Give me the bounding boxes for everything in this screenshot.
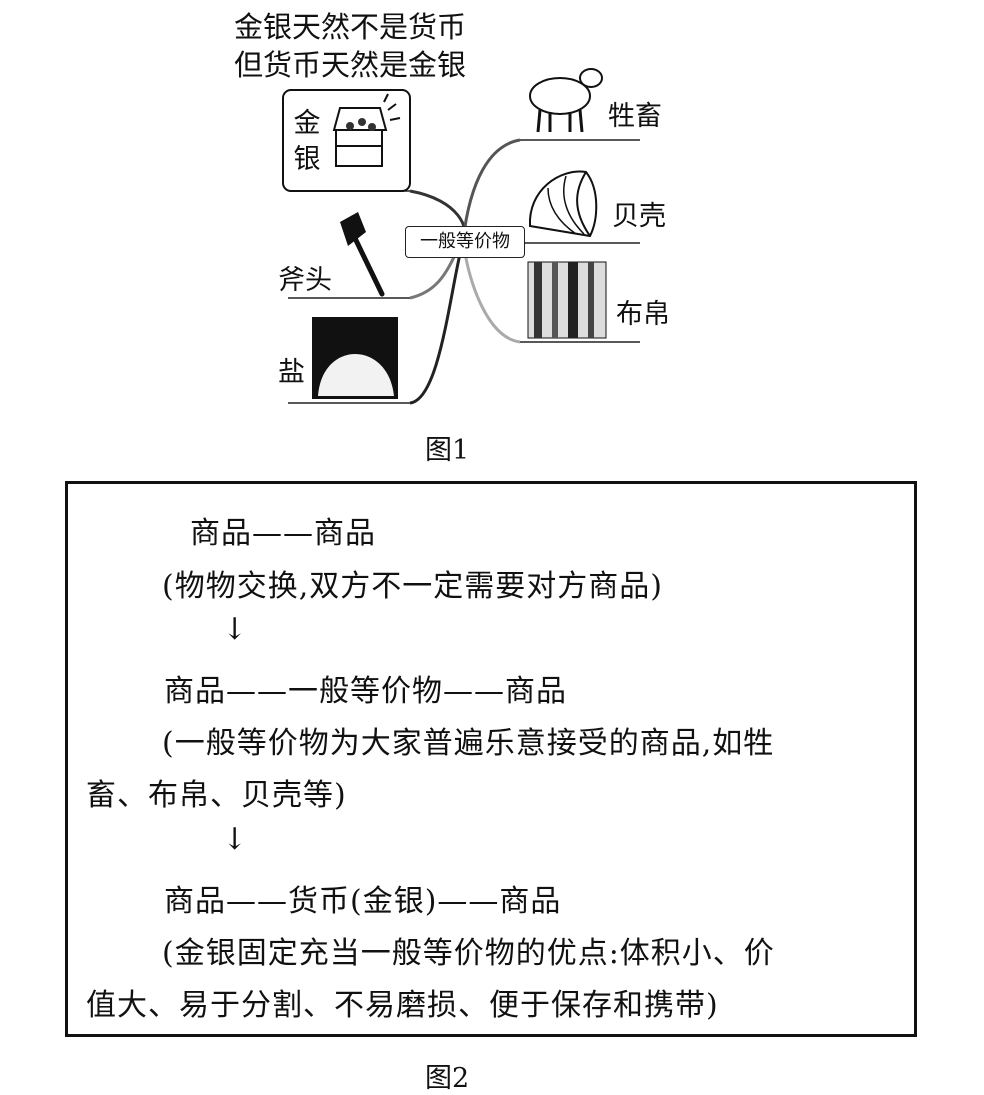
- hub-general-equivalent: 一般等价物: [405, 226, 525, 258]
- branch-salt: [409, 240, 465, 405]
- cloth-label: 布帛: [616, 299, 670, 330]
- gold-box: [282, 89, 411, 192]
- line-equivalent: 商品——一般等价物——商品: [164, 674, 567, 709]
- axe-label: 斧头: [278, 265, 332, 296]
- top-caption-line1: 金银天然不是货币: [233, 10, 466, 44]
- top-caption-line2: 但货币天然是金银: [233, 48, 466, 82]
- salt-label: 盐: [278, 357, 305, 388]
- axe-icon: [340, 212, 385, 297]
- figure2-box: 商品——商品 (物物交换,双方不一定需要对方商品) ↓ 商品——一般等价物——商…: [65, 481, 917, 1037]
- down-arrow-1: ↓: [222, 612, 248, 647]
- cloth-icon: [527, 261, 607, 339]
- line-barter: 商品——商品: [190, 516, 376, 551]
- line-currency-note-2: 值大、易于分割、不易磨损、便于保存和携带): [86, 988, 719, 1023]
- figure1-caption: 图1: [425, 435, 470, 466]
- shell-icon: [528, 170, 598, 238]
- gold-label-char2: 银: [293, 144, 321, 175]
- line-equivalent-note-2: 畜、布帛、贝壳等): [86, 778, 347, 813]
- figure1-top-caption: 金银天然不是货币 但货币天然是金银: [200, 8, 500, 84]
- shell-label: 贝壳: [612, 201, 666, 232]
- livestock-label: 牲畜: [608, 101, 662, 132]
- branch-livestock: [461, 138, 521, 242]
- line-barter-note: (物物交换,双方不一定需要对方商品): [162, 569, 663, 604]
- down-arrow-2: ↓: [222, 822, 248, 857]
- line-currency-note-1: (金银固定充当一般等价物的优点:体积小、价: [162, 936, 775, 971]
- sheep-icon: [529, 68, 603, 133]
- gold-label-char1: 金: [293, 108, 321, 139]
- salt-pile-icon: [312, 317, 398, 399]
- line-equivalent-note-1: (一般等价物为大家普遍乐意接受的商品,如牲: [162, 726, 775, 761]
- line-currency: 商品——货币(金银)——商品: [164, 884, 562, 919]
- gold-label: 金 银: [292, 106, 322, 178]
- figure2-caption: 图2: [425, 1063, 470, 1094]
- treasure-chest-icon: [332, 93, 401, 167]
